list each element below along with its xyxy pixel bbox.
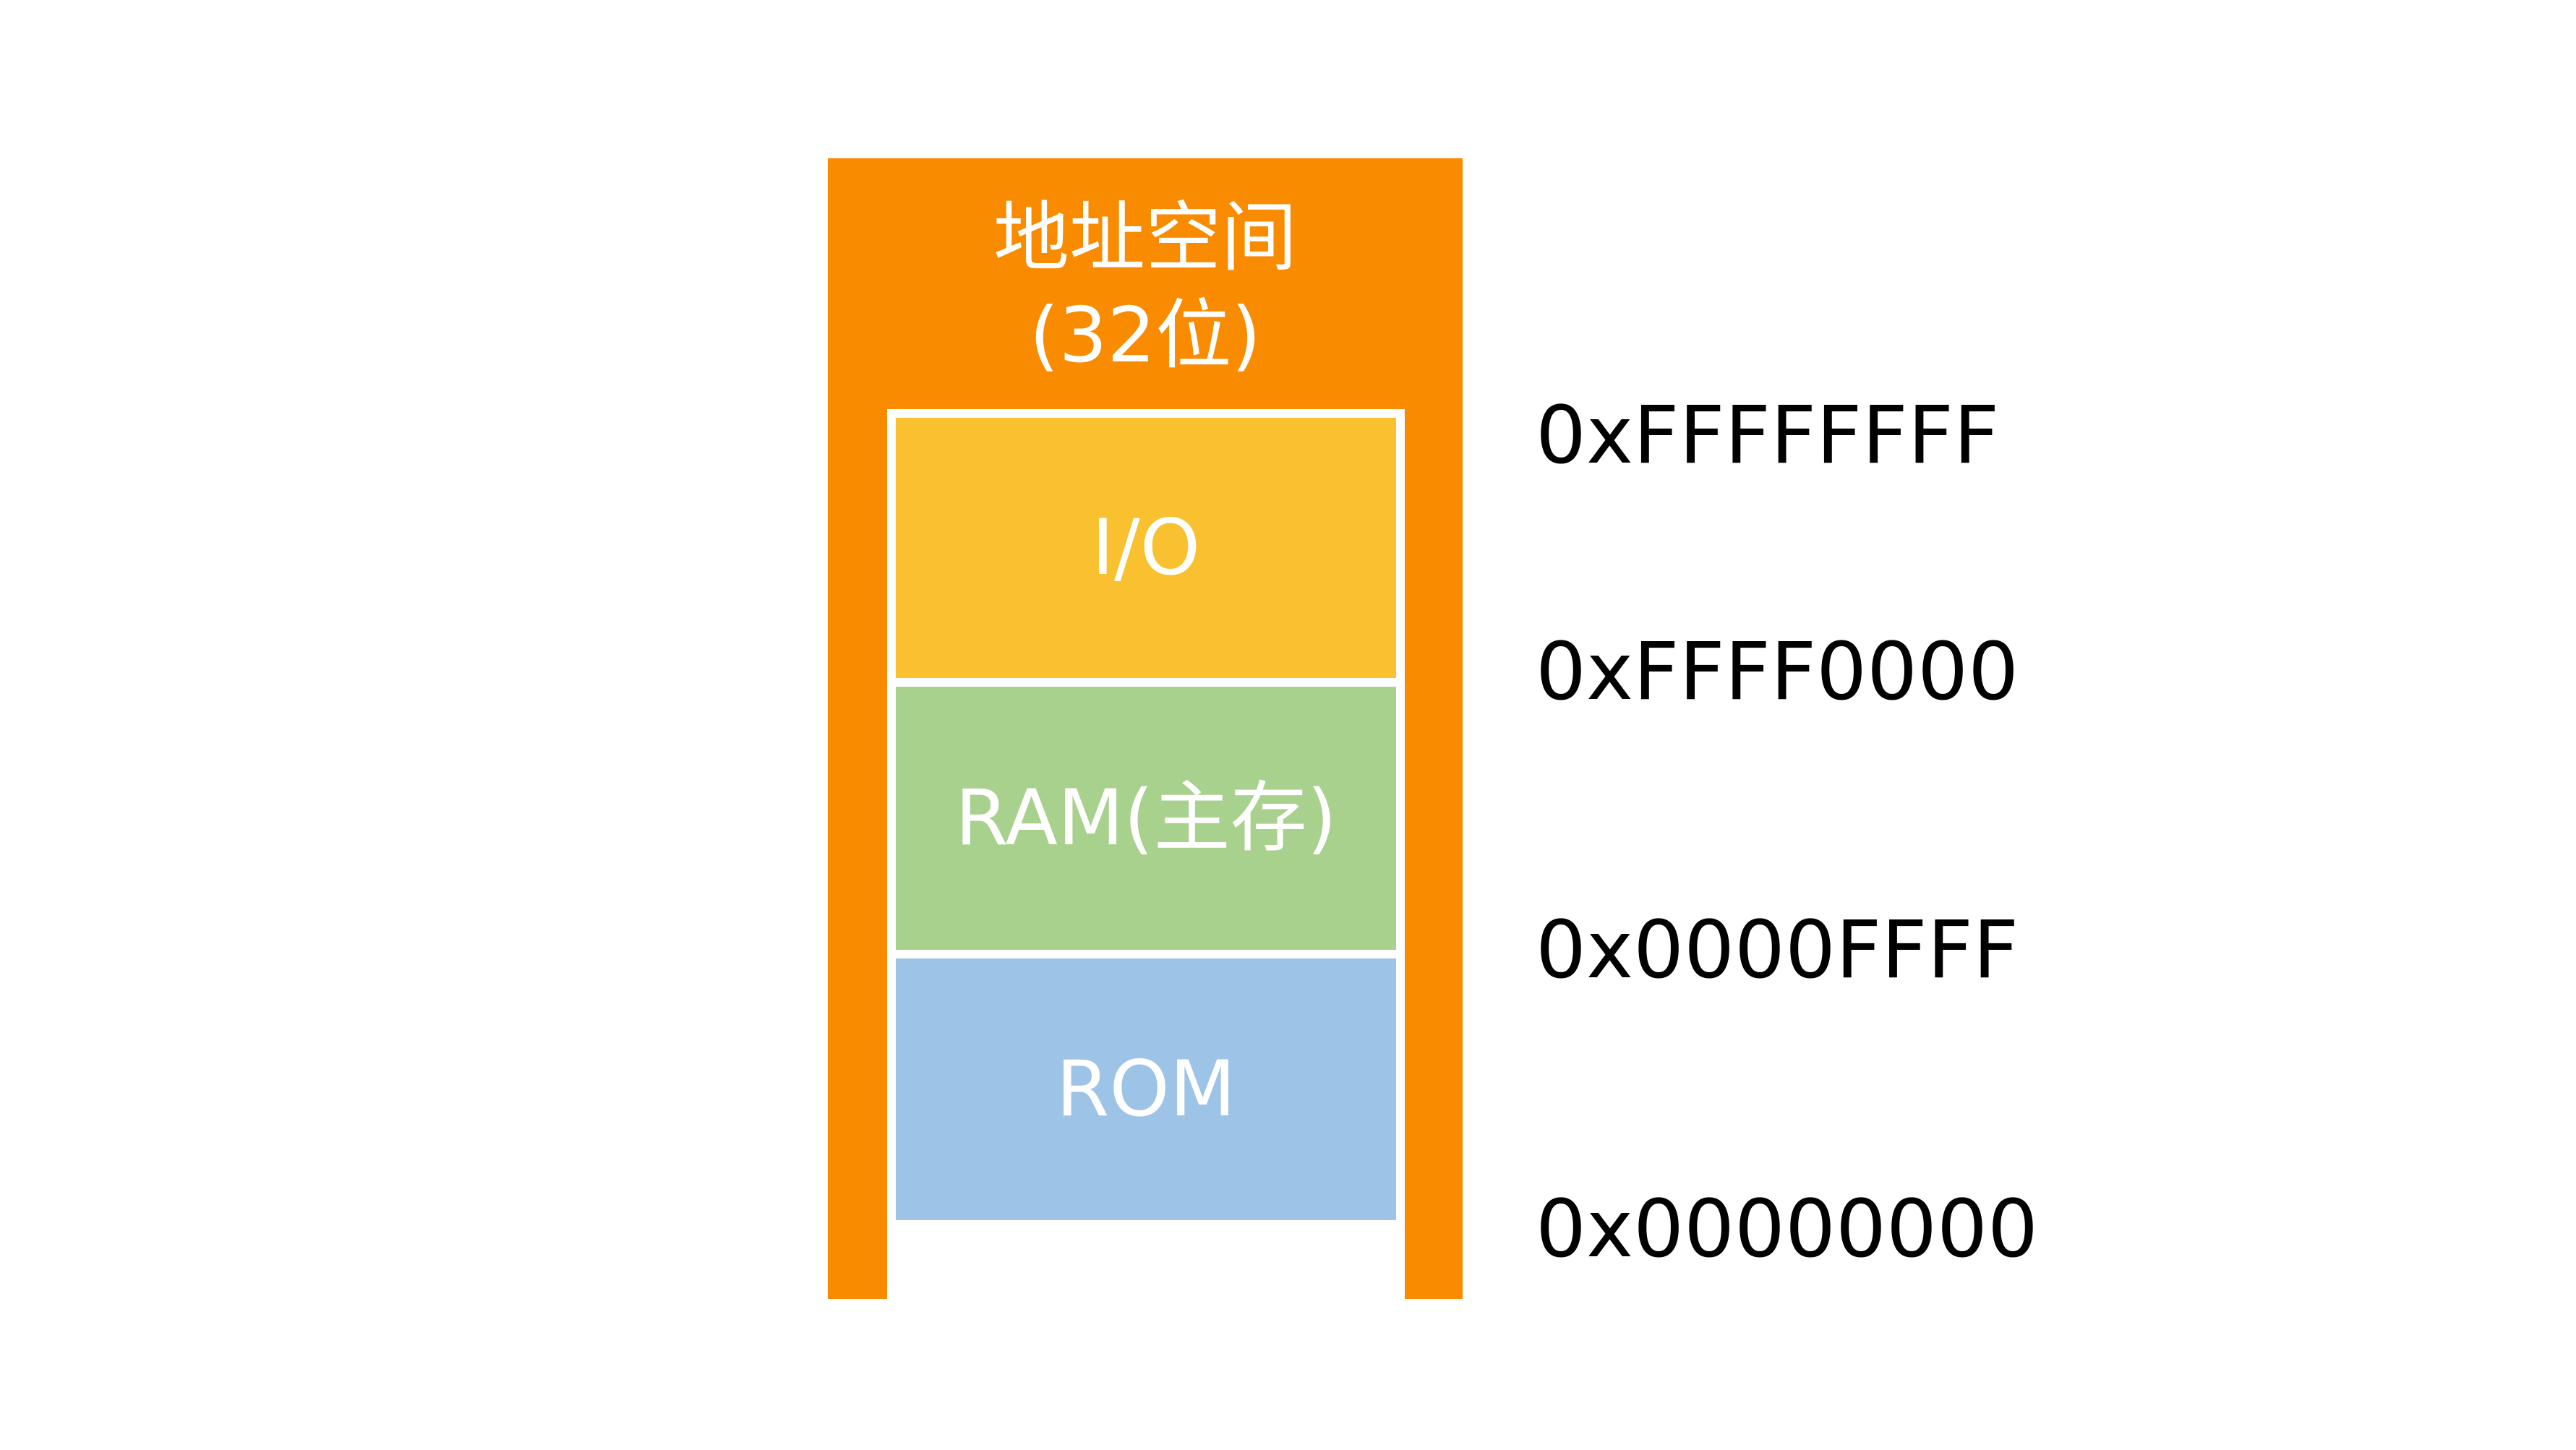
ram-region: RAM(主存) bbox=[896, 687, 1396, 950]
address-ram-rom-boundary: 0x0000FFFF bbox=[1536, 904, 2019, 996]
rom-region: ROM bbox=[896, 958, 1396, 1220]
address-space-title: 地址空间 bbox=[993, 194, 1297, 282]
rom-region-label: ROM bbox=[1056, 1044, 1236, 1133]
memory-region-stack: I/O RAM(主存) ROM bbox=[887, 409, 1405, 1383]
address-bottom: 0x00000000 bbox=[1536, 1183, 2038, 1275]
address-top: 0xFFFFFFFF bbox=[1536, 389, 2000, 481]
address-space-block: 地址空间 (32位) I/O RAM(主存) ROM bbox=[828, 158, 1463, 1383]
io-region: I/O bbox=[896, 418, 1396, 678]
address-io-ram-boundary: 0xFFFF0000 bbox=[1536, 625, 2019, 718]
address-space-width-label: (32位) bbox=[1029, 291, 1262, 379]
ram-region-label: RAM(主存) bbox=[954, 773, 1338, 862]
io-region-label: I/O bbox=[1091, 503, 1201, 592]
